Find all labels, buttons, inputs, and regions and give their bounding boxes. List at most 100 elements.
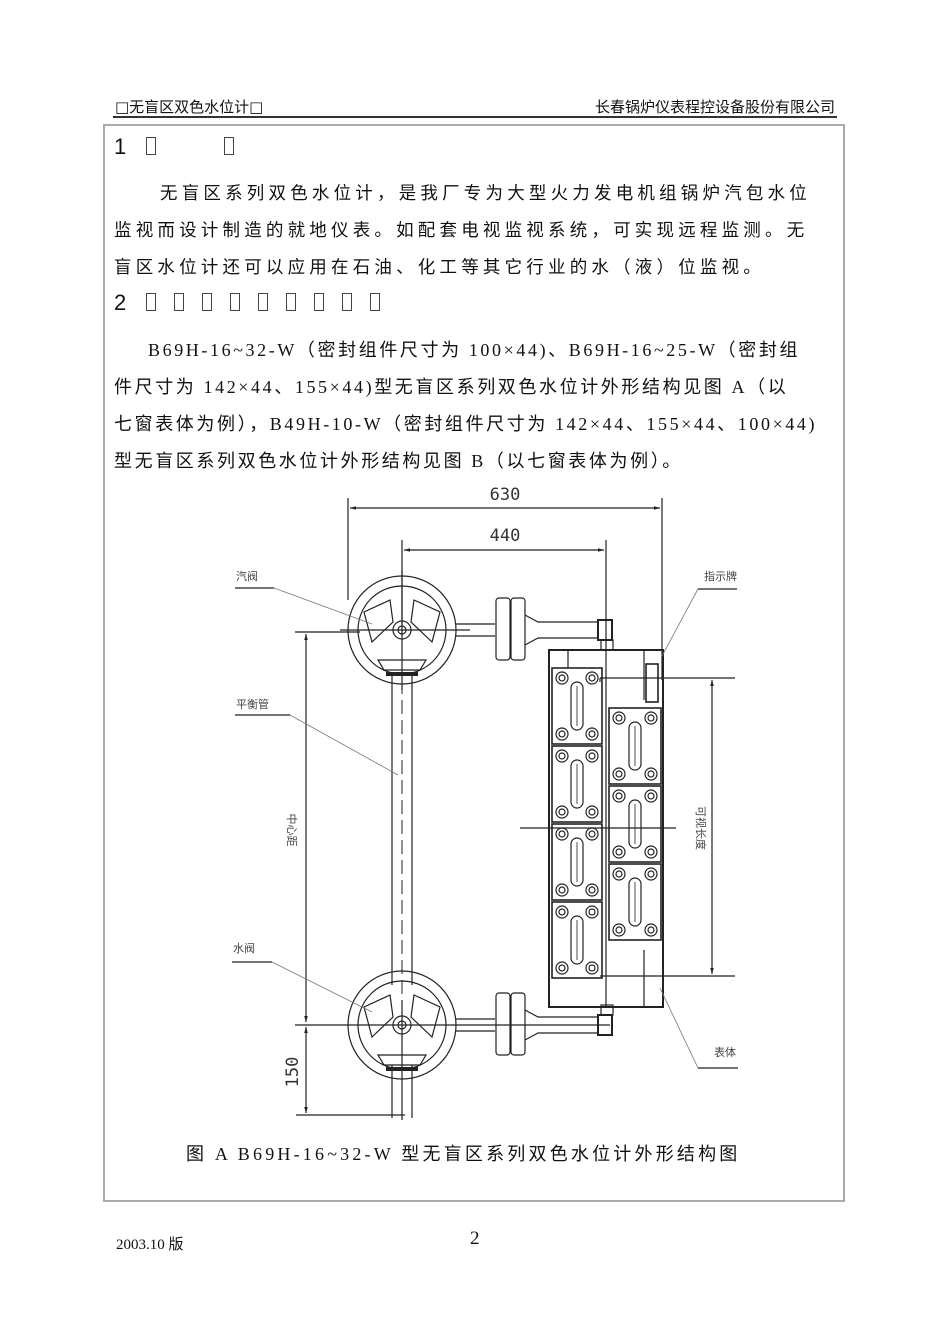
lower-connector (456, 992, 614, 1056)
content-frame (103, 124, 845, 1202)
bolt (612, 867, 626, 881)
bolt (585, 905, 599, 919)
missing-glyph (146, 293, 157, 311)
steam-valve-wheel (340, 570, 470, 690)
missing-glyph (258, 293, 269, 311)
section-2-heading: 2 (114, 290, 381, 316)
bolt (555, 827, 569, 841)
bolt (612, 767, 626, 781)
sight-window (551, 745, 603, 823)
bolt (585, 827, 599, 841)
figure-caption: 图 A B69H-16~32-W 型无盲区系列双色水位计外形结构图 (186, 1144, 741, 1164)
bolt (585, 883, 599, 897)
dimension-label-440: 440 (490, 526, 521, 546)
bolt (644, 923, 658, 937)
footer-edition: 2003.10 版 (116, 1237, 184, 1253)
header-company: 长春锅炉仪表程控设备股份有限公司 (594, 98, 835, 116)
svg-text:指示牌: 指示牌 (704, 569, 737, 583)
bolt (555, 805, 569, 819)
section-1-number: 1 (114, 134, 129, 159)
sight-window (551, 901, 603, 979)
bolt (555, 671, 569, 685)
balance-pipe (391, 640, 413, 1118)
paragraph-line: 监视而设计制造的就地仪表。如配套电视监视系统，可实现远程监测。无 (114, 221, 809, 241)
missing-glyph (202, 293, 213, 311)
svg-text:水阀: 水阀 (233, 941, 255, 955)
section-1-paragraph: 无盲区系列双色水位计，是我厂专为大型火力发电机组锅炉汽包水位 监视而设计制造的就… (114, 176, 834, 287)
bolt (612, 923, 626, 937)
missing-glyph (146, 137, 157, 155)
bolt (644, 789, 658, 803)
sight-window (551, 823, 603, 901)
label-water-valve: 水阀 (232, 941, 373, 1013)
dimension-440: 440 (401, 526, 607, 650)
missing-glyph (230, 293, 241, 311)
indicator-plate (645, 663, 659, 703)
bolt (555, 749, 569, 763)
bolt (644, 845, 658, 859)
paragraph-line: 件尺寸为 142×44、155×44)型无盲区系列双色水位计外形结构见图 A（以 (114, 377, 789, 397)
section-2-paragraph: B69H-16~32-W（密封组件尺寸为 100×44)、B69H-16~25-… (114, 332, 834, 480)
label-balance-pipe: 平衡管 (235, 697, 399, 776)
svg-text:汽阀: 汽阀 (236, 569, 258, 583)
page-header: □无盲区双色水位计□ 长春锅炉仪表程控设备股份有限公司 (113, 96, 837, 118)
page-number: 2 (470, 1228, 480, 1249)
dimension-150: 150 (283, 1024, 610, 1116)
missing-glyph (224, 137, 235, 155)
paragraph-line: 型无盲区系列双色水位计外形结构见图 B（以七窗表体为例）。 (114, 451, 683, 471)
paragraph-line: B69H-16~32-W（密封组件尺寸为 100×44)、B69H-16~25-… (148, 340, 801, 360)
sight-slot (628, 799, 642, 849)
sight-window (608, 785, 662, 863)
missing-glyph (314, 293, 325, 311)
svg-text:平衡管: 平衡管 (236, 697, 269, 711)
svg-text:表体: 表体 (714, 1045, 736, 1059)
bolt (585, 671, 599, 685)
sight-slot (570, 915, 584, 965)
sight-slot (570, 759, 584, 809)
sight-window (608, 863, 662, 941)
dimension-label-150: 150 (283, 1057, 303, 1088)
label-steam-valve: 汽阀 (235, 569, 373, 625)
dimension-label-center-distance: 中心距 (285, 814, 298, 847)
water-valve-wheel (347, 970, 457, 1120)
bolt (555, 883, 569, 897)
missing-glyph (286, 293, 297, 311)
dimension-label-630: 630 (490, 485, 521, 505)
bolt (644, 767, 658, 781)
bolt (612, 789, 626, 803)
upper-connector (456, 597, 614, 661)
bolt (644, 711, 658, 725)
sight-slot (570, 837, 584, 887)
missing-glyph (342, 293, 353, 311)
header-doc-title: □无盲区双色水位计□ (115, 98, 264, 116)
label-indicator: 指示牌 (661, 569, 737, 657)
missing-glyph (370, 293, 381, 311)
sight-window (608, 707, 662, 785)
bolt (644, 867, 658, 881)
bolt (585, 727, 599, 741)
section-2-number: 2 (114, 290, 129, 315)
paragraph-line: 盲区水位计还可以应用在石油、化工等其它行业的水（液）位监视。 (114, 258, 765, 278)
dimension-center-distance: 中心距 (285, 631, 360, 1022)
dimension-label-visible-length: 可视长度 (694, 806, 708, 850)
bolt (555, 727, 569, 741)
gauge-body (520, 649, 676, 1008)
section-1-heading: 1 (114, 134, 235, 160)
bolt (612, 845, 626, 859)
bolt (585, 961, 599, 975)
bolt (585, 805, 599, 819)
bolt (585, 749, 599, 763)
bolt (555, 905, 569, 919)
paragraph-line: 无盲区系列双色水位计，是我厂专为大型火力发电机组锅炉汽包水位 (160, 184, 811, 204)
label-gauge-body: 表体 (659, 987, 738, 1069)
sight-slot (628, 877, 642, 927)
sight-slot (570, 681, 584, 731)
sight-window (551, 667, 603, 745)
sight-slot (628, 721, 642, 771)
bolt (555, 961, 569, 975)
paragraph-line: 七窗表体为例），B49H-10-W（密封组件尺寸为 142×44、155×44、… (114, 414, 818, 434)
dimension-visible-length: 可视长度 (600, 677, 735, 977)
missing-glyph (174, 293, 185, 311)
bolt (612, 711, 626, 725)
